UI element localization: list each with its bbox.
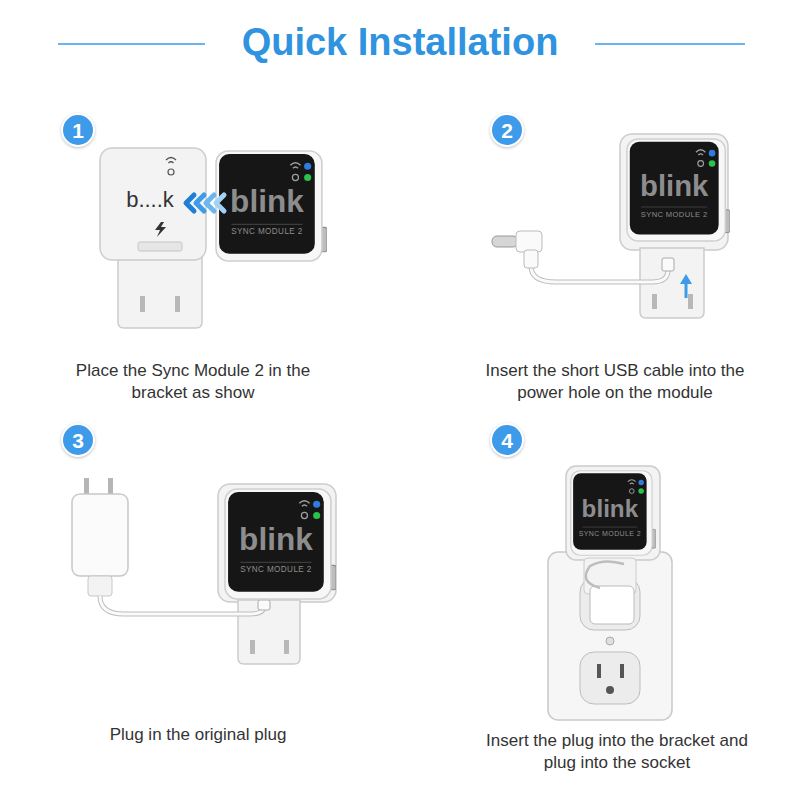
step-caption: Place the Sync Module 2 in the bracket a…: [68, 360, 318, 404]
prong-slot: [250, 640, 255, 654]
wifi-icon: [166, 158, 176, 164]
bracket-ledge: [138, 242, 182, 251]
step-caption: Insert the short USB cable into the powe…: [479, 360, 751, 404]
bracket-print: b....k: [126, 189, 174, 211]
ground-hole: [606, 686, 614, 694]
step-caption: Insert the plug into the bracket and plu…: [485, 730, 750, 774]
model-name: SYNC MODULE 2: [231, 228, 303, 236]
chevron: [216, 195, 224, 211]
insert-arrow: [685, 282, 688, 298]
step-number: 2: [501, 120, 513, 141]
chevron: [206, 195, 214, 211]
title-rule: [595, 43, 745, 45]
chevron: [196, 195, 204, 211]
usb-cable: [531, 266, 668, 282]
title-text: Quick Installation: [242, 20, 559, 64]
model-name: SYNC MODULE 2: [641, 211, 708, 219]
brand-logo: blink: [230, 186, 304, 218]
step-number: 4: [501, 430, 513, 451]
bracket-plug-plate: [238, 600, 300, 664]
power-adapter: [590, 586, 634, 624]
prong-slot: [688, 294, 693, 309]
step-badge: 4: [490, 423, 524, 457]
outlet: [580, 652, 640, 704]
usb-connector: [516, 231, 542, 252]
step-caption: Plug in the original plug: [38, 724, 358, 746]
usb-cable: [531, 266, 668, 282]
prong-slot: [175, 296, 180, 312]
power-icon: [168, 169, 174, 175]
step-number: 3: [72, 430, 84, 451]
step-badge: 2: [490, 113, 524, 147]
brand-logo: blink: [239, 524, 313, 556]
step-badge: 3: [61, 423, 95, 457]
sync-module: [571, 471, 656, 555]
outlet-slot: [620, 664, 624, 678]
arrow-head: [680, 274, 692, 284]
brand-logo: blink: [640, 171, 708, 200]
bracket-plug-plate: [118, 256, 202, 328]
model-name: SYNC MODULE 2: [240, 566, 312, 574]
step-badge: 1: [61, 113, 95, 147]
bracket-plate: [218, 484, 336, 602]
usb-c-tip: [492, 236, 518, 247]
bracket-plate: [566, 466, 660, 560]
prong-slot: [140, 296, 145, 312]
insert-arrow: [186, 195, 224, 211]
bracket-plate: [100, 148, 206, 260]
brand-logo: blink: [582, 497, 639, 521]
plate-screw: [606, 637, 614, 645]
outlet-slot: [597, 664, 601, 678]
usb-cable: [586, 561, 624, 588]
lightning-icon: [155, 222, 166, 237]
step-number: 1: [72, 120, 84, 141]
prong-slot: [652, 294, 657, 309]
sync-module: [216, 151, 327, 261]
prong-slot: [284, 640, 289, 654]
sync-module: [225, 489, 336, 599]
title-rule: [58, 43, 205, 45]
strain-relief: [524, 250, 538, 268]
chevron: [186, 195, 194, 211]
sync-module: [627, 139, 730, 241]
model-name: SYNC MODULE 2: [579, 530, 641, 537]
usb-plug: [258, 600, 270, 610]
wall-plate: [548, 552, 672, 720]
strain-relief: [88, 576, 112, 596]
usb-plug: [662, 258, 674, 271]
power-adapter: [72, 494, 128, 576]
